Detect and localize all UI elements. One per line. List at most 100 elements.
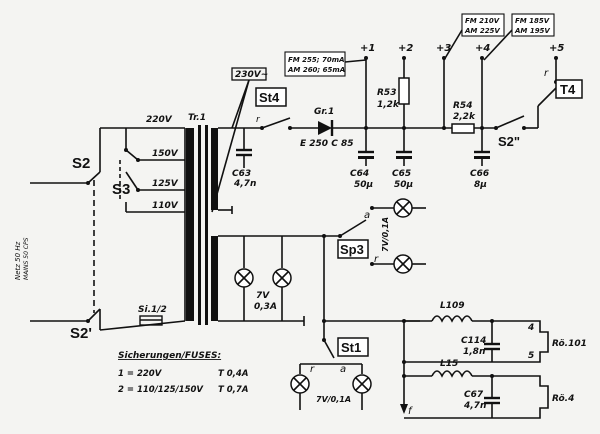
tap-110: 110V (152, 201, 179, 211)
fuse-row-2-value: T 0,7A (218, 385, 248, 395)
svg-text:1,8n: 1,8n (463, 347, 485, 357)
inductor-l109: L109 (431, 301, 473, 323)
tube-r4: Rö.4 (530, 375, 574, 419)
capacitor-c63: C63 4,7n (232, 128, 256, 189)
switch-sp3[interactable]: Sp3 a r 7V/0,1A (337, 206, 394, 266)
switch-s2[interactable]: S2 S2' (70, 128, 101, 342)
svg-text:AM 195V: AM 195V (514, 27, 550, 35)
svg-text:4: 4 (527, 323, 534, 333)
svg-text:+3: +3 (436, 43, 451, 54)
svg-text:Rö.101: Rö.101 (552, 339, 587, 349)
resistor-r53: R53 1,2k (377, 77, 410, 128)
switch-st1[interactable]: St1 r a (299, 337, 369, 375)
fuse-label: Si.1/2 (138, 305, 167, 315)
svg-text:T4: T4 (560, 82, 576, 97)
capacitor-c66: C66 8µ (470, 128, 490, 190)
svg-text:a: a (340, 364, 346, 375)
svg-text:R54: R54 (453, 101, 472, 111)
svg-text:C63: C63 (232, 169, 251, 179)
resistor-r54: R54 2,2k (451, 101, 476, 134)
capacitor-c65: C65 50µ (392, 128, 414, 190)
svg-text:Gr.1: Gr.1 (314, 107, 334, 117)
svg-text:C114: C114 (461, 336, 486, 346)
svg-text:a: a (364, 210, 370, 221)
svg-text:L109: L109 (440, 301, 465, 311)
svg-text:+1: +1 (360, 43, 375, 54)
mains-label-2: MAINS 50 CPS (23, 237, 30, 280)
svg-text:1,2k: 1,2k (377, 100, 400, 110)
svg-text:L15: L15 (440, 359, 458, 369)
svg-text:FM 255; 70mA: FM 255; 70mA (288, 56, 345, 64)
svg-text:r: r (310, 364, 315, 375)
transformer-tr1: Tr.1 (184, 113, 218, 325)
svg-text:f: f (408, 406, 413, 417)
s2p-label: S2' (70, 325, 92, 342)
pilot-lamps-main: 7V 0,3A (234, 236, 292, 321)
s2-label: S2 (72, 155, 90, 172)
capacitor-c64: C64 50µ (350, 128, 374, 190)
svg-text:C65: C65 (392, 169, 411, 179)
svg-text:+2: +2 (398, 43, 413, 54)
svg-text:+4: +4 (475, 43, 490, 54)
svg-text:C67: C67 (464, 390, 484, 400)
svg-text:7V/0,1A: 7V/0,1A (316, 395, 351, 404)
voltage-box: 230V~ (211, 67, 268, 213)
transformer-label: Tr.1 (188, 113, 206, 123)
svg-text:7V: 7V (256, 291, 270, 301)
switch-st4[interactable]: St4 r (255, 87, 292, 130)
svg-text:FM 210V: FM 210V (465, 17, 500, 25)
tap-150: 150V (152, 149, 179, 159)
fuse-row-1-name: 1 = 220V (118, 369, 163, 379)
svg-text:St4: St4 (259, 90, 280, 105)
fuse-row-1-value: T 0,4A (218, 369, 248, 379)
switch-s2pp[interactable]: S2" (494, 115, 526, 149)
svg-text:r: r (544, 68, 549, 79)
svg-text:r: r (374, 254, 379, 265)
svg-text:7V/0,1A: 7V/0,1A (381, 217, 390, 252)
fuse-table: Sicherungen/FUSES: 1 = 220V T 0,4A 2 = 1… (118, 351, 248, 395)
s3-label: S3 (112, 181, 130, 198)
svg-text:S2": S2" (498, 134, 520, 149)
tap-220: 220V (146, 115, 173, 125)
switch-s3[interactable]: S3 (112, 128, 185, 213)
svg-text:AM 225V: AM 225V (464, 27, 500, 35)
tube-r101: 4 5 Rö.101 (527, 320, 587, 363)
inductor-l15: L15 (431, 359, 473, 378)
mains-input: Netz 50 Hz MAINS 50 CPS (14, 182, 88, 322)
svg-text:50µ: 50µ (394, 180, 414, 190)
tap-125: 125V (152, 179, 179, 189)
fuse-si12: Si.1/2 (138, 305, 167, 326)
svg-text:Rö.4: Rö.4 (552, 394, 574, 404)
svg-text:2,2k: 2,2k (453, 112, 476, 122)
pilot-lamps-sp3 (393, 198, 426, 274)
mains-label-1: Netz 50 Hz (14, 241, 22, 280)
fuse-row-2-name: 2 = 110/125/150V (118, 385, 204, 395)
rail-plus-2: +2 (398, 43, 413, 78)
pilot-lamps-st1: 7V/0,1A (290, 374, 372, 410)
svg-text:5: 5 (528, 351, 534, 361)
svg-text:50µ: 50µ (354, 180, 374, 190)
capacitor-c67: C67 4,7n (463, 374, 500, 418)
rail-plus-1: +1 (360, 43, 375, 130)
svg-text:St1: St1 (341, 340, 361, 355)
svg-text:C66: C66 (470, 169, 489, 179)
svg-text:Sp3: Sp3 (340, 242, 364, 257)
svg-text:R53: R53 (377, 88, 396, 98)
voltage-note-4: FM 185V AM 195V (483, 13, 555, 61)
voltage-note-3: FM 210V AM 225V (443, 13, 505, 61)
svg-text:FM 185V: FM 185V (515, 17, 550, 25)
voltage-note-1: FM 255; 70mA AM 260; 65mA (284, 51, 367, 77)
capacitor-c114: C114 1,8n (461, 319, 500, 362)
svg-text:C64: C64 (350, 169, 369, 179)
svg-text:E 250 C 85: E 250 C 85 (300, 139, 353, 149)
svg-text:8µ: 8µ (474, 180, 487, 190)
fuse-table-title: Sicherungen/FUSES: (118, 351, 221, 361)
svg-text:r: r (256, 115, 261, 125)
rail-plus-3: +3 (436, 43, 451, 130)
switch-t4[interactable]: T4 r +5 (537, 43, 583, 128)
svg-text:230V~: 230V~ (235, 70, 268, 80)
svg-text:AM 260; 65mA: AM 260; 65mA (287, 66, 345, 74)
svg-text:4,7n: 4,7n (233, 179, 256, 189)
